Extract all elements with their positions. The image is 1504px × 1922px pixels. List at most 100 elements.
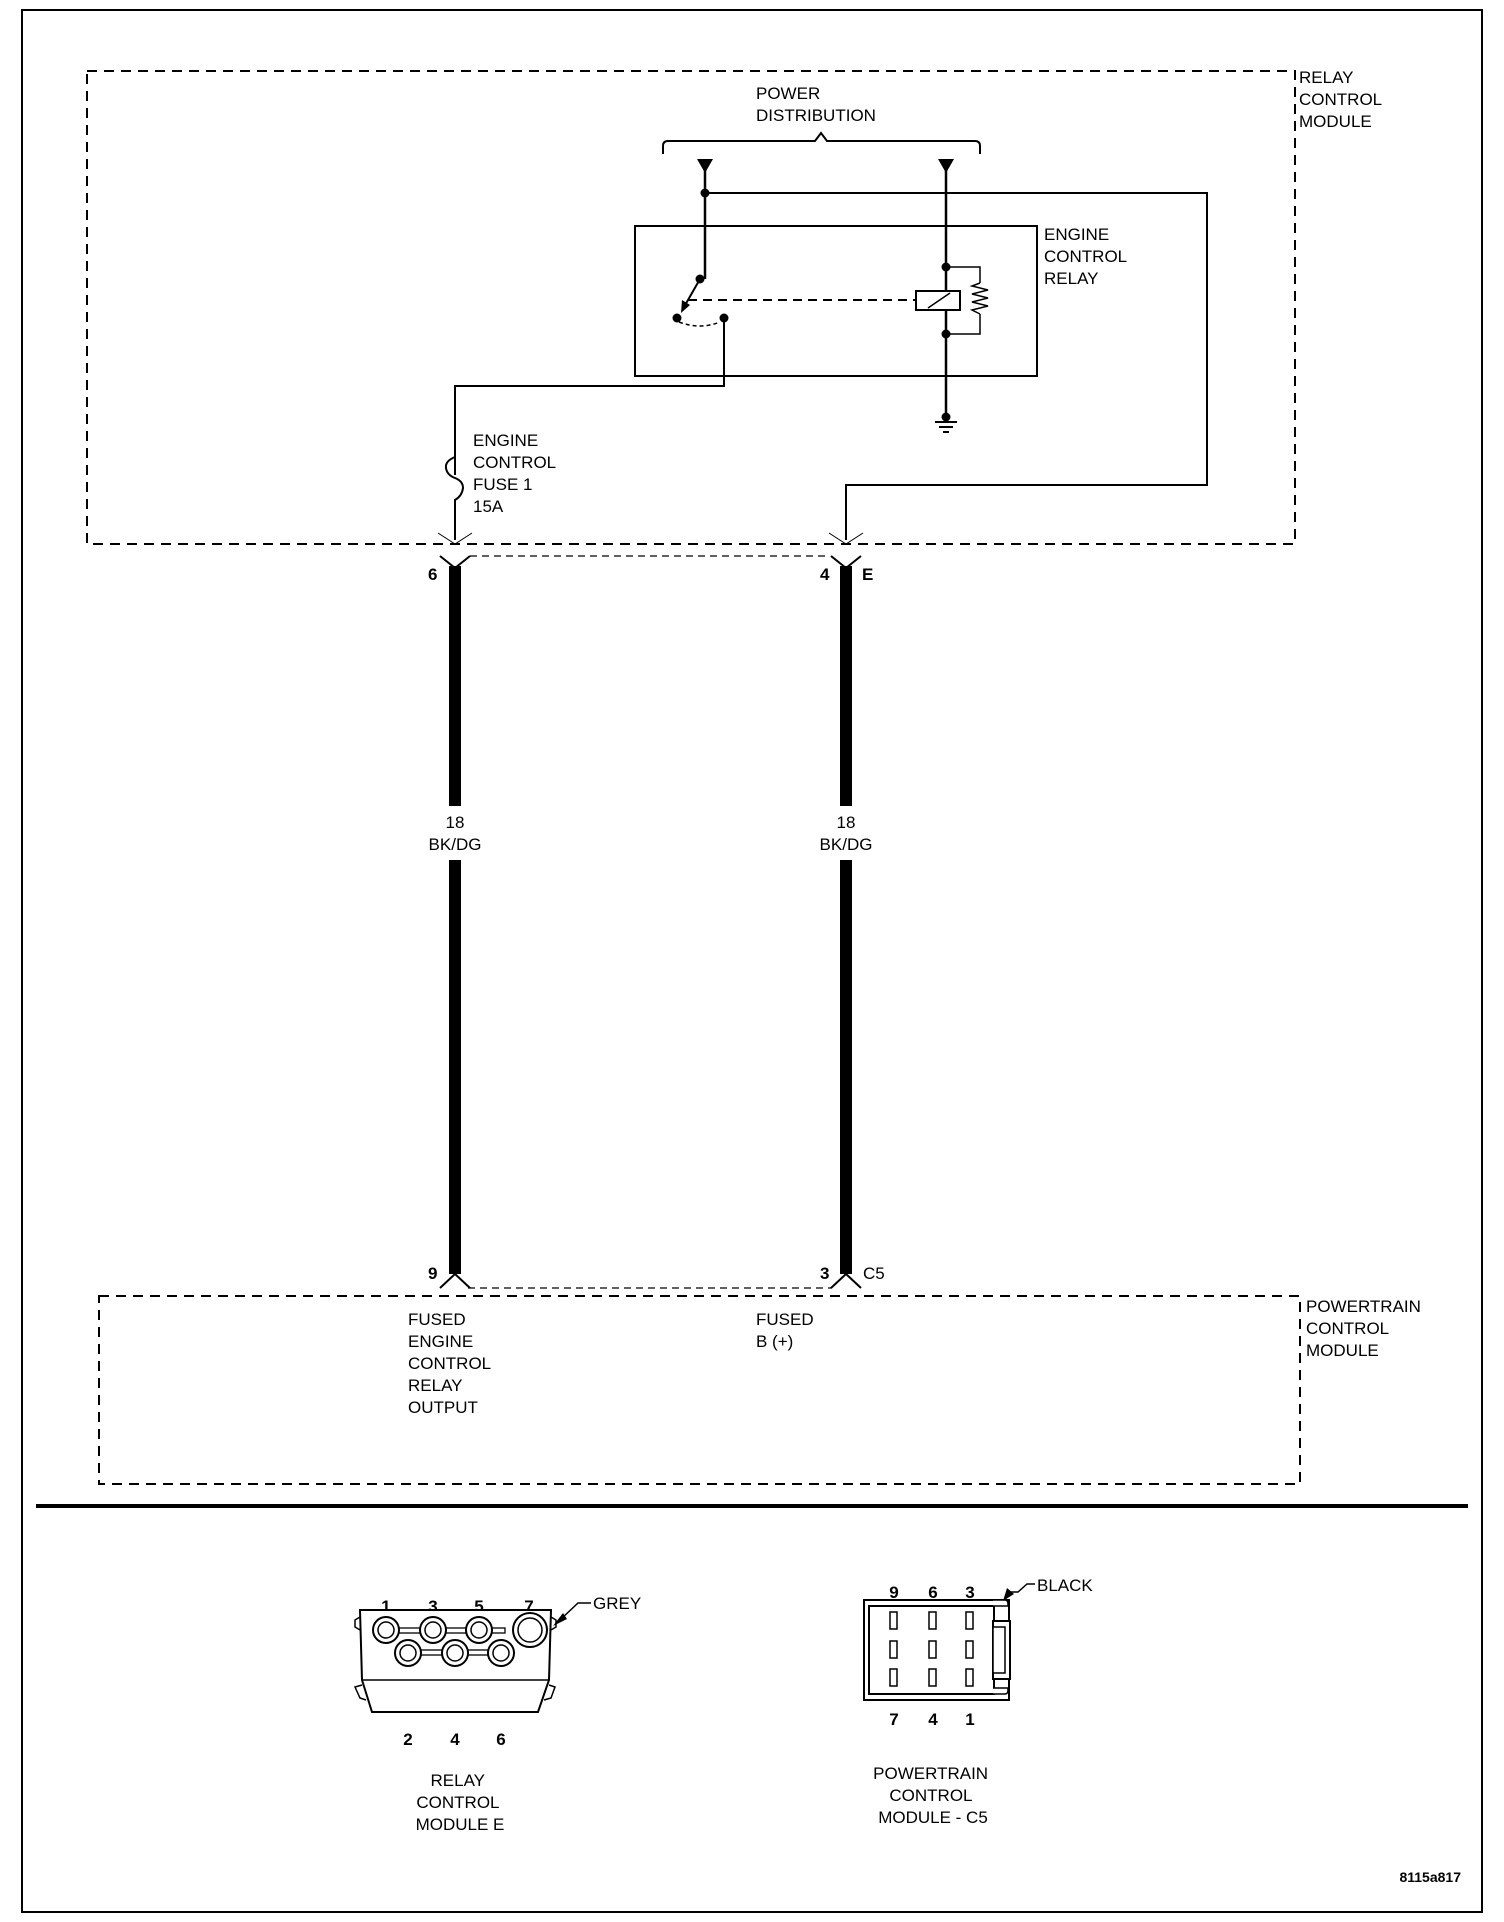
- connector-latch-left: [354, 1616, 361, 1631]
- power-feed-arrow-left-icon: [697, 159, 713, 173]
- pin-label: 7: [524, 1597, 533, 1616]
- connector-c5-id: C5: [863, 1264, 885, 1283]
- terminal-mark-6: [437, 532, 473, 545]
- cavity-3: [419, 1616, 447, 1644]
- connector-view-caption: RELAY CONTROL MODULE E: [416, 1771, 505, 1834]
- connector-c5-pin-3: 3: [820, 1264, 829, 1283]
- cavity-3: [965, 1611, 974, 1630]
- relay-control-module-label: RELAY CONTROL MODULE: [1299, 68, 1386, 131]
- wire-2-upper: [840, 566, 852, 806]
- pin-label: 7: [889, 1710, 898, 1729]
- pin-label: 9: [889, 1583, 898, 1602]
- circuit-label-fused-engine-control-relay-output: FUSED ENGINE CONTROL RELAY OUTPUT: [408, 1310, 495, 1417]
- wire-2-color: BK/DG: [820, 835, 873, 854]
- relay-coil-slash: [927, 292, 951, 309]
- circuit-label-fused-b-plus: FUSED B (+): [756, 1310, 818, 1351]
- pin-label: 3: [965, 1583, 974, 1602]
- cavity-7: [889, 1668, 898, 1687]
- relay-control-module-boundary: [86, 70, 1296, 545]
- connector-e-pin-4: 4: [820, 565, 830, 584]
- connector-e: 6 4 E: [428, 555, 873, 584]
- b-plus-wire: [705, 192, 1208, 540]
- pin-label: 6: [496, 1730, 505, 1749]
- terminal-slots: [889, 1611, 974, 1687]
- wire-2-lower: [840, 860, 852, 1274]
- power-distribution: POWER DISTRIBUTION: [662, 84, 981, 173]
- connector-lock-inner: [992, 1626, 1006, 1674]
- cavity-8: [889, 1640, 898, 1659]
- ground-icon: [935, 421, 957, 433]
- cavity-5: [928, 1640, 937, 1659]
- cavity-2: [394, 1639, 422, 1667]
- pin-label: 1: [381, 1597, 390, 1616]
- connector-c5-pin-9-mark: [439, 1272, 471, 1289]
- connector-view-relay-control-module-e: 1 3 5 7 2 4 6 GREY RELAY CONTROL MODULE: [353, 1594, 641, 1834]
- suppression-resistor-icon: [969, 282, 989, 315]
- pin-label: 4: [928, 1710, 938, 1729]
- wire-1-gauge: 18: [446, 813, 465, 832]
- color-callout-arrow-icon: [1003, 1588, 1014, 1601]
- relay-control-module: RELAY CONTROL MODULE POWER DISTRIBUTION …: [86, 68, 1386, 545]
- pin-label: 3: [428, 1597, 437, 1616]
- terminal-mark-4: [828, 532, 864, 545]
- reference-code: 8115a817: [1399, 1869, 1461, 1885]
- color-callout-leader: [1010, 1583, 1035, 1593]
- switch-travel-arc: [678, 321, 721, 327]
- power-distribution-label: POWER DISTRIBUTION: [756, 84, 876, 125]
- cavity-4: [928, 1668, 937, 1687]
- color-callout-leader: [559, 1602, 591, 1621]
- switch-contact-nc: [672, 313, 682, 323]
- wire-1-lower: [449, 860, 461, 1274]
- ground-node: [941, 412, 951, 422]
- engine-control-relay: ENGINE CONTROL RELAY: [454, 225, 1131, 475]
- suppression-resistor-wire: [946, 266, 981, 335]
- powertrain-control-module-boundary: [98, 1295, 1301, 1485]
- connector-color-label: GREY: [593, 1594, 641, 1613]
- connector-c5-pin-3-mark: [830, 1272, 862, 1289]
- wire-1: 18 BK/DG: [429, 566, 482, 1274]
- color-callout-arrow-icon: [553, 1613, 567, 1626]
- wire-2-gauge: 18: [837, 813, 856, 832]
- switch-arm-arrow-icon: [681, 300, 690, 313]
- power-feed-arrow-right-icon: [938, 159, 954, 173]
- cavity-5: [465, 1616, 493, 1644]
- relay-output-wire: [454, 318, 725, 475]
- engine-control-relay-housing: [634, 225, 1038, 377]
- connector-e-pin-6: 6: [428, 565, 437, 584]
- cavity-6: [928, 1611, 937, 1630]
- wire-2: 18 BK/DG: [820, 566, 873, 1274]
- connector-ear-top: [993, 1599, 1009, 1607]
- pin-label: 4: [450, 1730, 460, 1749]
- pin-label: 2: [403, 1730, 412, 1749]
- engine-control-relay-label: ENGINE CONTROL RELAY: [1044, 225, 1131, 288]
- fuse-icon: [444, 453, 465, 540]
- cavity-9: [889, 1611, 898, 1630]
- connector-e-id: E: [862, 565, 873, 584]
- powertrain-control-module-label: POWERTRAIN CONTROL MODULE: [1306, 1297, 1426, 1360]
- switch-arm: [683, 278, 701, 308]
- page-border: [21, 9, 1483, 1913]
- engine-control-fuse: ENGINE CONTROL FUSE 1 15A: [444, 431, 560, 540]
- pin-label: 1: [965, 1710, 974, 1729]
- pin-label: 5: [474, 1597, 483, 1616]
- powertrain-control-module: POWERTRAIN CONTROL MODULE FUSED ENGINE C…: [98, 1295, 1426, 1485]
- cavity-6: [487, 1639, 515, 1667]
- fuse-label: ENGINE CONTROL FUSE 1 15A: [473, 431, 560, 516]
- cavity-4: [441, 1639, 469, 1667]
- cavity-2: [965, 1640, 974, 1659]
- connector-color-label: BLACK: [1037, 1576, 1093, 1595]
- connector-c5: 9 3 C5: [428, 1264, 885, 1289]
- cavity-1: [372, 1616, 400, 1644]
- pin-label: 6: [928, 1583, 937, 1602]
- connector-view-caption: POWERTRAIN CONTROL MODULE - C5: [873, 1764, 993, 1827]
- connector-view-powertrain-control-module-c5: 9 6 3 7 4 1 BLACK POWERTRAIN CO: [863, 1576, 1093, 1827]
- connector-ear-bottom: [993, 1687, 1009, 1695]
- cavity-7: [512, 1612, 548, 1648]
- connector-c5-pin-9: 9: [428, 1264, 437, 1283]
- connector-tab-right: [543, 1684, 556, 1701]
- cavity-1: [965, 1668, 974, 1687]
- power-distribution-brace: [662, 131, 981, 154]
- connector-tab-left: [353, 1684, 367, 1701]
- wire-1-color: BK/DG: [429, 835, 482, 854]
